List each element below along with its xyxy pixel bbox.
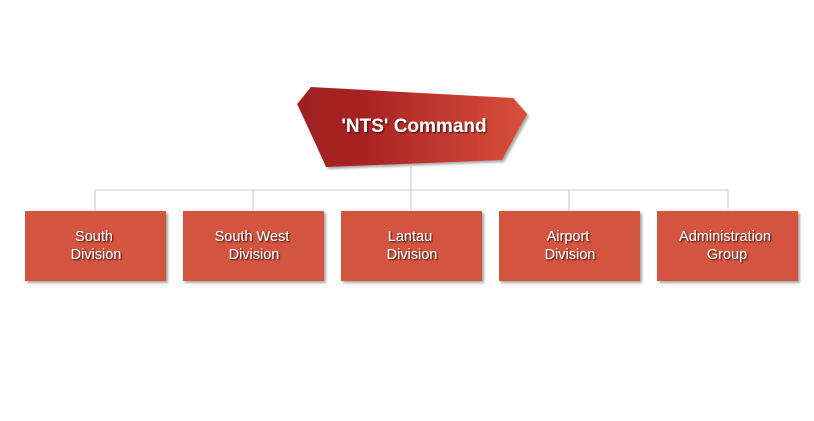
child-node-airport-division[interactable]: Airport Division: [499, 211, 640, 281]
svg-text:South Division: South Division: [71, 229, 122, 263]
child-nodes: South Division South West Division Lanta…: [25, 211, 798, 281]
svg-text:Administration Group: Administration Group: [679, 229, 775, 263]
child-node-box: [25, 211, 166, 281]
root-node-shape: [298, 87, 527, 167]
child-node-label-line-2: Group: [707, 247, 747, 263]
root-node-label: 'NTS' Command: [341, 116, 486, 137]
child-node-box: [657, 211, 798, 281]
child-node-south-division[interactable]: South Division: [25, 211, 166, 281]
connectors: [94, 166, 729, 211]
child-node-label-line-1: South: [75, 229, 113, 245]
svg-text:Lantau Division: Lantau Division: [387, 229, 438, 263]
child-node-box: [183, 211, 324, 281]
svg-text:Airport Division: Airport Division: [545, 229, 596, 263]
child-node-label-line-1: Airport: [547, 229, 590, 245]
child-node-label-line-2: Division: [387, 247, 438, 263]
child-node-label-line-1: South West: [215, 229, 290, 245]
child-node-label-line-1: Lantau: [388, 229, 432, 245]
child-node-label-line-2: Division: [229, 247, 280, 263]
child-node-south-west-division[interactable]: South West Division: [183, 211, 324, 281]
child-node-label-line-1: Administration: [679, 229, 771, 245]
child-node-lantau-division[interactable]: Lantau Division: [341, 211, 482, 281]
child-node-label-line-2: Division: [71, 247, 122, 263]
child-node-label-line-2: Division: [545, 247, 596, 263]
root-node[interactable]: [297, 87, 527, 167]
child-node-box: [341, 211, 482, 281]
child-node-administration-group[interactable]: Administration Group: [657, 211, 798, 281]
svg-text:South West Division: South West Division: [215, 229, 294, 263]
child-node-box: [499, 211, 640, 281]
